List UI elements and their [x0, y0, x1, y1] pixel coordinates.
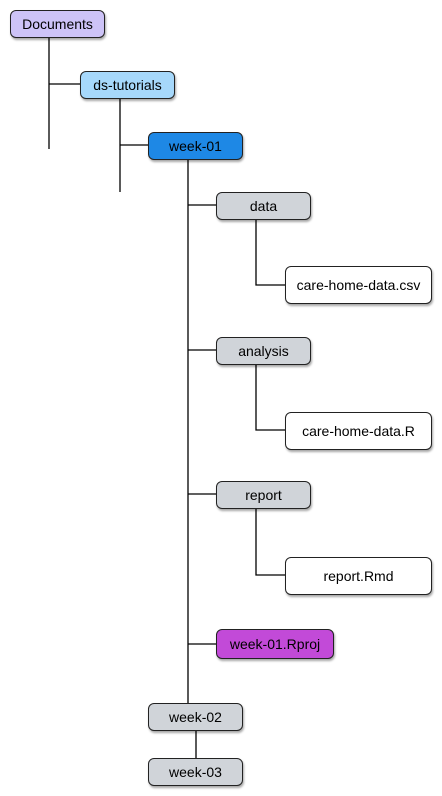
node-care-home-data-csv[interactable]: care-home-data.csv — [285, 266, 432, 304]
connector-report-to-rmd — [255, 508, 286, 576]
node-report-label: report — [245, 487, 282, 503]
node-week-01-rproj[interactable]: week-01.Rproj — [216, 629, 334, 659]
node-week-03-label: week-03 — [169, 764, 222, 780]
node-report-rmd[interactable]: report.Rmd — [285, 557, 432, 595]
node-documents[interactable]: Documents — [10, 10, 105, 38]
node-analysis-label: analysis — [238, 343, 289, 359]
node-week-02[interactable]: week-02 — [148, 703, 243, 731]
node-care-home-data-csv-label: care-home-data.csv — [296, 277, 421, 293]
node-week-03[interactable]: week-03 — [148, 758, 243, 786]
node-care-home-data-r-label: care-home-data.R — [302, 423, 415, 439]
node-analysis[interactable]: analysis — [216, 337, 311, 365]
connector-analysis-to-r — [255, 364, 286, 431]
node-report-rmd-label: report.Rmd — [323, 568, 394, 584]
node-data-label: data — [249, 198, 278, 214]
node-report[interactable]: report — [216, 481, 311, 509]
connector-data-to-csv — [255, 219, 286, 286]
node-data[interactable]: data — [216, 192, 311, 220]
node-week-01-label: week-01 — [169, 138, 222, 154]
node-ds-tutorials-label: ds-tutorials — [93, 77, 162, 93]
node-documents-label: Documents — [22, 16, 93, 32]
node-care-home-data-r[interactable]: care-home-data.R — [285, 412, 432, 450]
node-ds-tutorials[interactable]: ds-tutorials — [80, 71, 175, 99]
node-week-02-label: week-02 — [169, 709, 222, 725]
node-week-01-rproj-label: week-01.Rproj — [229, 636, 321, 652]
node-week-01[interactable]: week-01 — [148, 132, 243, 160]
